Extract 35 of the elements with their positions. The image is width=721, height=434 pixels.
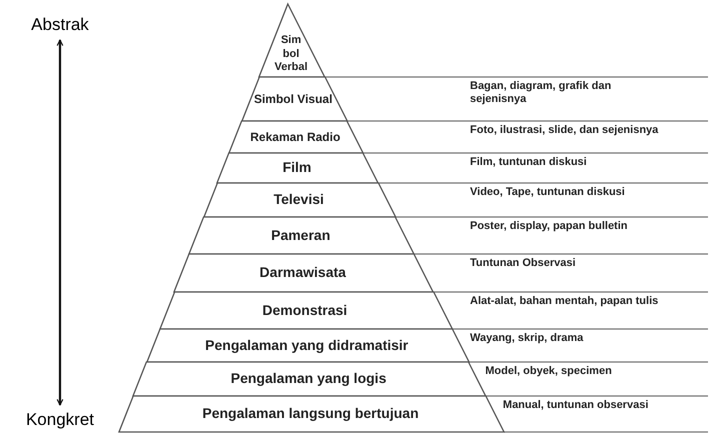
scale-label: Kongkret xyxy=(14,409,106,431)
pyramid-level xyxy=(204,183,396,217)
media-example: Model, obyek, specimen xyxy=(485,365,613,378)
scale-label: Abstrak xyxy=(18,14,102,36)
level-label: Demonstrasi xyxy=(262,302,348,320)
double-arrow xyxy=(56,39,64,406)
media-example: Wayang, skrip, drama xyxy=(470,332,584,345)
level-label: Rekaman Radio xyxy=(250,130,340,144)
pyramid-level xyxy=(259,4,325,77)
pyramid-level xyxy=(160,292,452,329)
level-label: Darmawisata xyxy=(260,264,346,282)
level-label: Televisi xyxy=(274,191,324,209)
pyramid-level xyxy=(133,362,486,396)
media-example: Alat-alat, bahan mentah, papan tulis xyxy=(470,295,660,308)
level-label: Pengalaman yang didramatisir xyxy=(205,336,408,354)
level-label: Pengalaman langsung bertujuan xyxy=(202,405,419,423)
pyramid-level xyxy=(189,217,414,254)
media-example: Video, Tape, tuntunan diskusi xyxy=(470,186,626,199)
media-example: Manual, tuntunan observasi xyxy=(502,399,650,412)
level-label: Simbol Visual xyxy=(254,92,332,106)
pyramid-level xyxy=(146,329,469,362)
media-example: Bagan, diagram, grafik dan sejenisnya xyxy=(470,80,612,106)
level-label: Pengalaman yang logis xyxy=(230,370,386,388)
level-label: Pameran xyxy=(271,226,330,244)
level-label: Film xyxy=(282,159,312,177)
pyramid-level xyxy=(217,153,378,183)
level-label: Sim bol Verbal xyxy=(274,34,309,75)
pyramid-level xyxy=(242,77,348,121)
pyramid-level xyxy=(174,254,434,292)
media-example: Poster, display, papan bulletin xyxy=(470,220,628,233)
media-example: Foto, ilustrasi, slide, dan sejenisnya xyxy=(470,124,660,137)
pyramid-level xyxy=(119,396,504,432)
pyramid-level xyxy=(229,121,364,153)
media-example: Tuntunan Observasi xyxy=(470,257,577,270)
media-example: Film, tuntunan diskusi xyxy=(470,156,588,169)
